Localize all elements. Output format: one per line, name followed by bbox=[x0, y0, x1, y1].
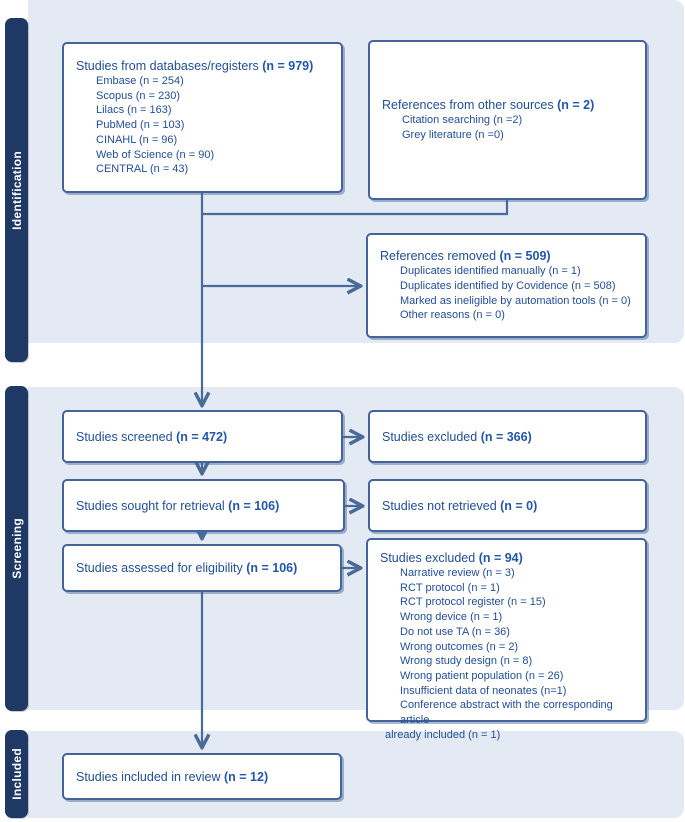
other-source-item: Grey literature (n =0) bbox=[402, 129, 504, 141]
database-item: CENTRAL (n = 43) bbox=[96, 163, 189, 176]
excluded-reason-item: RCT protocol (n = 1) bbox=[400, 581, 500, 594]
excluded-reason-item-wrap: already included (n = 1) bbox=[385, 728, 501, 741]
stage-label-identification: Identification bbox=[5, 18, 28, 362]
excluded-reason-item: Do not use TA (n = 36) bbox=[400, 625, 510, 638]
box-studies-assessed-eligibility: Studies assessed for eligibility (n = 10… bbox=[62, 544, 342, 592]
excluded-reason-item: Wrong device (n = 1) bbox=[400, 611, 503, 624]
excluded-reason-item: Conference abstract with the correspondi… bbox=[400, 699, 613, 727]
box-title: Studies assessed for eligibility (n = 10… bbox=[76, 561, 298, 575]
excluded-reason-item: RCT protocol register (n = 15) bbox=[400, 596, 546, 609]
stage-label-identification-text: Identification bbox=[9, 150, 24, 230]
box-studies-excluded-eligibility: Studies excluded (n = 94) Narrative revi… bbox=[366, 538, 647, 741]
box-title: Studies sought for retrieval (n = 106) bbox=[76, 498, 280, 513]
stage-label-screening: Screening bbox=[5, 386, 28, 711]
other-sources-list: Citation searching (n =2) Grey literatur… bbox=[382, 113, 637, 142]
removed-reason-item: Duplicates identified manually (n = 1) bbox=[400, 265, 581, 278]
excluded-reason-list: Narrative review (n = 3) RCT protocol (n… bbox=[380, 566, 637, 742]
excluded-reason-item: Wrong patient population (n = 26) bbox=[400, 669, 564, 682]
excluded-reason-item: Wrong outcomes (n = 2) bbox=[400, 640, 519, 653]
box-title: Studies from databases/registers (n = 97… bbox=[76, 59, 314, 74]
excluded-reason-item: Narrative review (n = 3) bbox=[400, 567, 515, 579]
excluded-reason-item: Insufficient data of neonates (n=1) bbox=[400, 684, 567, 697]
stage-label-included: Included bbox=[5, 730, 28, 818]
database-item: Lilacs (n = 163) bbox=[96, 104, 172, 117]
database-item: Web of Science (n = 90) bbox=[96, 148, 215, 161]
box-title: Studies excluded (n = 94) bbox=[380, 551, 523, 565]
removed-reason-item: Duplicates identified by Covidence (n = … bbox=[400, 279, 616, 292]
other-source-item: Citation searching (n =2) bbox=[402, 114, 523, 127]
box-title: References removed (n = 509) bbox=[380, 249, 551, 264]
database-item: PubMed (n = 103) bbox=[96, 119, 185, 132]
stage-label-included-text: Included bbox=[9, 748, 24, 800]
database-item: Scopus (n = 230) bbox=[96, 89, 181, 102]
database-item: Embase (n = 254) bbox=[96, 75, 184, 88]
excluded-reason-item: Wrong study design (n = 8) bbox=[400, 655, 533, 668]
box-title: Studies excluded (n = 366) bbox=[382, 429, 532, 444]
box-studies-from-databases: Studies from databases/registers (n = 97… bbox=[62, 42, 343, 193]
database-list: Embase (n = 254) Scopus (n = 230) Lilacs… bbox=[76, 74, 333, 177]
box-studies-excluded-screening: Studies excluded (n = 366) bbox=[368, 410, 647, 463]
box-studies-not-retrieved: Studies not retrieved (n = 0) bbox=[368, 479, 647, 532]
box-studies-sought-retrieval: Studies sought for retrieval (n = 106) bbox=[62, 479, 345, 532]
box-title: Studies screened (n = 472) bbox=[76, 429, 228, 444]
stage-label-screening-text: Screening bbox=[9, 518, 24, 579]
database-item: CINAHL (n = 96) bbox=[96, 133, 178, 146]
box-title: References from other sources (n = 2) bbox=[382, 98, 595, 113]
box-studies-screened: Studies screened (n = 472) bbox=[62, 410, 343, 463]
box-title: Studies included in review (n = 12) bbox=[76, 769, 269, 784]
box-references-removed: References removed (n = 509) Duplicates … bbox=[366, 233, 647, 338]
removed-reason-item: Other reasons (n = 0) bbox=[400, 309, 505, 322]
box-title: Studies not retrieved (n = 0) bbox=[382, 498, 538, 513]
removed-reason-item: Marked as ineligible by automation tools… bbox=[400, 294, 631, 307]
removed-reason-list: Duplicates identified manually (n = 1) D… bbox=[380, 264, 637, 323]
box-studies-included-review: Studies included in review (n = 12) bbox=[62, 753, 342, 800]
box-references-other-sources: References from other sources (n = 2) Ci… bbox=[368, 40, 647, 200]
